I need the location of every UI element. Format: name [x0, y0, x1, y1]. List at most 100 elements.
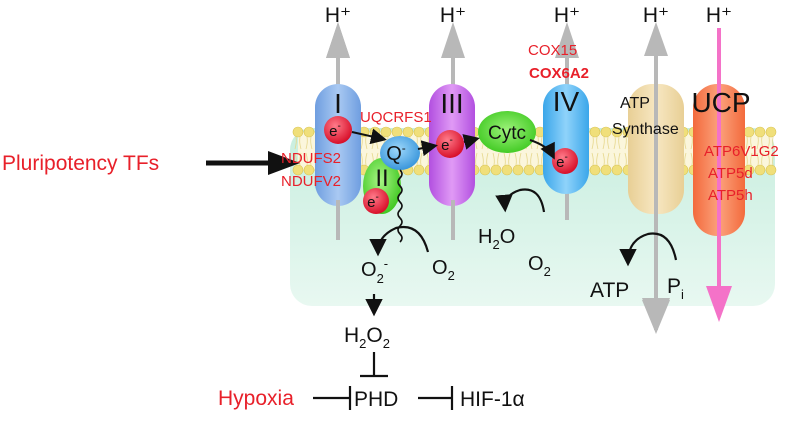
lipid-tail	[492, 152, 500, 166]
atp-synthase-label-2: Synthase	[612, 121, 679, 138]
lipid-tail	[525, 152, 533, 166]
lipid-head-outer	[600, 126, 612, 138]
lipid-head-inner	[413, 164, 425, 176]
superoxide-leak-path	[397, 169, 403, 243]
atp-production-arrow	[619, 232, 678, 267]
lipid-head-inner	[479, 164, 491, 176]
lipid-tail	[602, 136, 610, 150]
lipid-head-inner	[303, 164, 315, 176]
electron-label-c4: e-	[556, 152, 568, 171]
lipid-tail	[481, 152, 489, 166]
q-label: Q-	[386, 141, 406, 165]
pluripotency-label: Pluripotency TFs	[2, 152, 159, 175]
lipid-head-inner	[523, 164, 535, 176]
pi-label: Pi	[667, 275, 684, 302]
complex-ii-label: II	[375, 165, 388, 192]
gene-atp5d: ATP5d	[708, 165, 753, 182]
electron-path	[351, 128, 555, 160]
lipid-head-inner	[490, 164, 502, 176]
lipid-tail	[745, 136, 753, 150]
lipid-tail	[756, 152, 764, 166]
lipid-head-outer	[589, 126, 601, 138]
lipid-head-inner	[765, 164, 777, 176]
gene-atp5h: ATP5h	[708, 187, 753, 204]
lipid-tail	[613, 152, 621, 166]
hypoxia-label: Hypoxia	[218, 387, 294, 410]
complex-i	[315, 84, 361, 206]
lipid-tail	[360, 136, 368, 150]
lipid-tail	[745, 152, 753, 166]
gene-cox15: COX15	[528, 42, 577, 59]
proton-label-atp: H⁺	[643, 4, 669, 27]
hif-label: HIF-1α	[460, 388, 525, 411]
electron-complex-iv	[552, 148, 578, 174]
lipid-head-outer	[292, 126, 304, 138]
electron-complex-i	[324, 116, 352, 144]
lipid-tail	[602, 152, 610, 166]
electron-complex-ii	[363, 188, 389, 214]
h2o2-inhibition	[360, 352, 388, 378]
ubiquinone	[380, 136, 420, 170]
hypoxia-inhibition	[313, 386, 352, 410]
lipid-head-outer	[754, 126, 766, 138]
proton-label-ucp: H⁺	[706, 4, 732, 27]
cytc-label: Cytc	[488, 123, 526, 144]
gene-ndufs2: NDUFS2	[281, 150, 341, 167]
lipid-head-inner	[512, 164, 524, 176]
o2-label-q: O2	[432, 257, 455, 283]
lipid-tail	[305, 152, 313, 166]
lipid-head-outer	[402, 126, 414, 138]
phd-label: PHD	[354, 388, 398, 411]
lipid-head-inner	[501, 164, 513, 176]
complex-iv-label: IV	[553, 86, 580, 117]
lipid-tail	[360, 152, 368, 166]
lipid-head-outer	[743, 126, 755, 138]
gene-uqcrfs1: UQCRFS1	[360, 109, 432, 126]
o2-label-c4: O2	[528, 253, 551, 279]
lipid-tail	[591, 136, 599, 150]
proton-label-c1: H⁺	[325, 4, 351, 27]
electron-complex-iii	[436, 130, 464, 158]
pluripotency-arrowhead	[268, 151, 300, 175]
lipid-head-inner	[611, 164, 623, 176]
lipid-head-outer	[611, 126, 623, 138]
complex-i-label: I	[334, 88, 342, 119]
electron-label-c1: e-	[329, 121, 341, 140]
proton-label-c3: H⁺	[440, 4, 466, 27]
lipid-head-outer	[391, 126, 403, 138]
lipid-head-inner	[754, 164, 766, 176]
ucp-label: UCP	[691, 87, 750, 118]
lipid-tail	[294, 136, 302, 150]
lipid-tail	[514, 152, 522, 166]
superoxide-label: O2-	[361, 256, 388, 286]
atp-synthase-label-1: ATP	[620, 95, 650, 112]
phd-inhibition	[418, 386, 454, 410]
electron-label-c2: e-	[367, 192, 379, 211]
h2o2-label: H2O2	[344, 324, 390, 351]
lipid-head-outer	[303, 126, 315, 138]
lipid-head-outer	[380, 126, 392, 138]
lipid-head-outer	[765, 126, 777, 138]
lipid-tail	[591, 152, 599, 166]
lipid-head-outer	[413, 126, 425, 138]
lipid-tail	[756, 136, 764, 150]
lipid-head-inner	[589, 164, 601, 176]
superoxide-formation-arrow	[369, 225, 430, 257]
lipid-tail	[767, 136, 775, 150]
gene-atp6v1g2: ATP6V1G2	[704, 143, 779, 160]
h2o-label: H2O	[478, 226, 515, 252]
lipid-tail	[767, 152, 775, 166]
lipid-head-inner	[600, 164, 612, 176]
lipid-tail	[305, 136, 313, 150]
atp-label: ATP	[590, 279, 629, 302]
water-formation-arrow	[495, 188, 546, 213]
complex-iii-label: III	[440, 88, 463, 119]
lipid-tail	[613, 136, 621, 150]
proton-label-c4: H⁺	[554, 4, 580, 27]
gene-cox6a2: COX6A2	[529, 65, 589, 82]
ucp-proton-arrow	[717, 28, 721, 310]
lipid-tail	[503, 152, 511, 166]
cytochrome-c	[478, 111, 536, 153]
